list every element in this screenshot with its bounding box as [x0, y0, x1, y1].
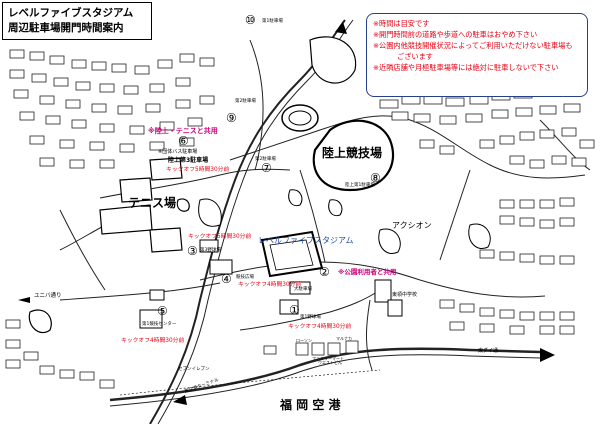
track-lot3-label: 陸上第3駐車場: [168, 156, 208, 164]
baseball1-label: 第1野球場: [300, 313, 321, 320]
lot-9-number: ⑨: [226, 111, 237, 125]
level-five-stadium-shape: [260, 230, 324, 278]
lot-6-kickoff: キックオフ5時間30分前: [166, 165, 229, 173]
lot-1-number: ①: [289, 303, 300, 317]
higashi-label: 東ダイ通: [478, 347, 498, 354]
notice-line-2: ※開門時間前の道路や歩道への駐車はおやめ下さい: [373, 30, 538, 39]
airport-label: 福 岡 空 港: [279, 397, 342, 412]
lot-4-kickoff: キックオフ4時間30分前: [238, 280, 301, 288]
lot1-track-label: 陸上第1駐車場: [345, 181, 375, 188]
road-arrows: [18, 22, 555, 405]
lot-5-number: ⑤: [157, 304, 168, 318]
lot-2-number: ②: [319, 265, 330, 279]
tennis-venue-label: テニス場: [128, 195, 176, 210]
lot-7-number: ⑦: [261, 161, 272, 175]
terminal-label: 東空港ターミナル: [183, 376, 220, 395]
tennis-courts-shape: [99, 157, 183, 253]
lot-3-kickoff: キックオフ5時間30分前: [188, 232, 251, 240]
axion-label: アクシオン: [392, 221, 432, 230]
lot-6-number: ⑥: [178, 134, 189, 148]
school-label: 東領中学校: [392, 291, 417, 298]
lot2-top-label: 第2駐車場: [235, 97, 256, 104]
unibus-label: ユニバ通り: [34, 291, 62, 299]
lot-10-number: ⑩: [245, 13, 256, 27]
lot-5-kickoff: キックオフ4時間30分前: [121, 336, 184, 344]
map-title-line2: 周辺駐車場開門時間案内: [8, 22, 124, 34]
notice-line-4: ございます: [397, 52, 433, 61]
map-title-line1: レベルファイブスタジアム: [8, 7, 134, 19]
airport-boundary: [119, 369, 381, 396]
notice-line-1: ※時間は目安です: [373, 19, 430, 28]
athletic-stadium-shape: [312, 119, 395, 192]
arena-label: 競技広場: [236, 273, 254, 280]
lot1-top-label: 第1駐車場: [262, 17, 283, 24]
lot-4-number: ④: [221, 272, 232, 286]
shop1-label: ローソン: [296, 338, 312, 343]
park-buildings: [139, 189, 491, 329]
baseball3-label: 第3野球場: [200, 246, 221, 253]
notice-box: ※時間は目安です ※開門時間前の道路や歩道への駐車はおやめ下さい ※公園内他競技…: [366, 13, 588, 97]
notice-line-5: ※近隣店舗や月極駐車場等には絶対に駐車しないで下さい: [373, 63, 559, 72]
shop3-label: マルナカ: [336, 335, 352, 341]
shop2-label: ファミリーマート: [312, 356, 344, 361]
notice-line-3: ※公園内他競技開催状況によってご利用いただけない駐車場も: [373, 41, 573, 50]
bus-lot-label: ※団体バス駐車場: [158, 148, 197, 155]
lot2-mid-label: 第2駐車場: [255, 155, 276, 162]
small-track-shape: [281, 104, 319, 132]
lot-1-kickoff: キックオフ4時間30分前: [288, 322, 351, 330]
shared-track-tennis-label: ※陸上・テニスと共用: [148, 126, 218, 135]
center-label: 第1競技センター: [142, 320, 177, 327]
seven-label: セブンイレブン: [178, 365, 210, 372]
big-lot-label: 大駐車場: [294, 285, 312, 292]
lot-8-number: ⑧: [370, 171, 381, 185]
track-venue-label: 陸上競技場: [322, 145, 382, 160]
shop4-label: ウエストどん: [318, 359, 342, 365]
ponds: [28, 36, 357, 334]
stadium-venue-label: レベルファイブスタジアム: [258, 235, 353, 245]
map-title-box: レベルファイブスタジアム 周辺駐車場開門時間案内: [2, 2, 152, 40]
lot-3-number: ③: [187, 244, 198, 258]
shared-park-users-label: ※公園利用者と共用: [338, 267, 396, 276]
